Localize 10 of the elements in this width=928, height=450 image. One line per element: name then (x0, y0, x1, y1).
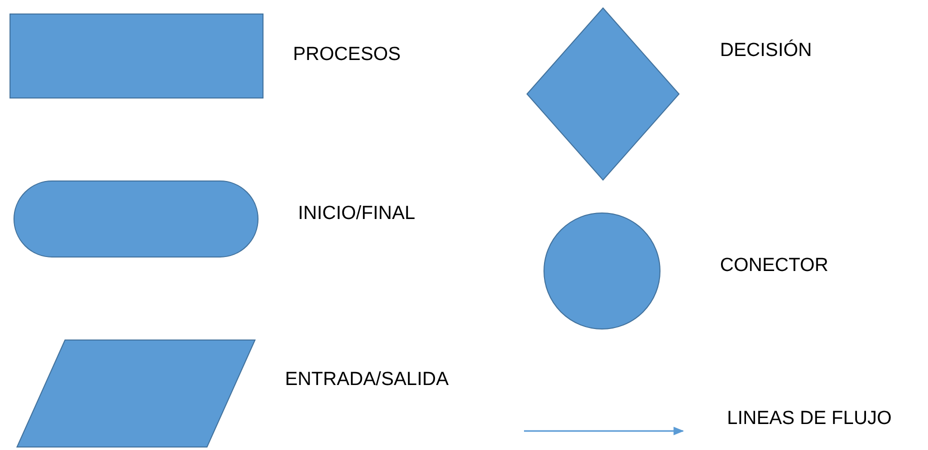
shape-label: PROCESOS (293, 45, 401, 64)
input-output-parallelogram (16, 340, 256, 448)
process-box (10, 14, 264, 98)
legend-label: LINEAS DE FLUJO (727, 409, 892, 428)
connector-circle (544, 212, 660, 330)
shape-label: ENTRADA/SALIDA (285, 370, 449, 389)
shape-label: CONECTOR (720, 256, 828, 275)
shape-label: DECISIÓN (720, 41, 812, 60)
decision-diamond (526, 7, 680, 181)
shape-label: INICIO/FINAL (298, 204, 416, 223)
